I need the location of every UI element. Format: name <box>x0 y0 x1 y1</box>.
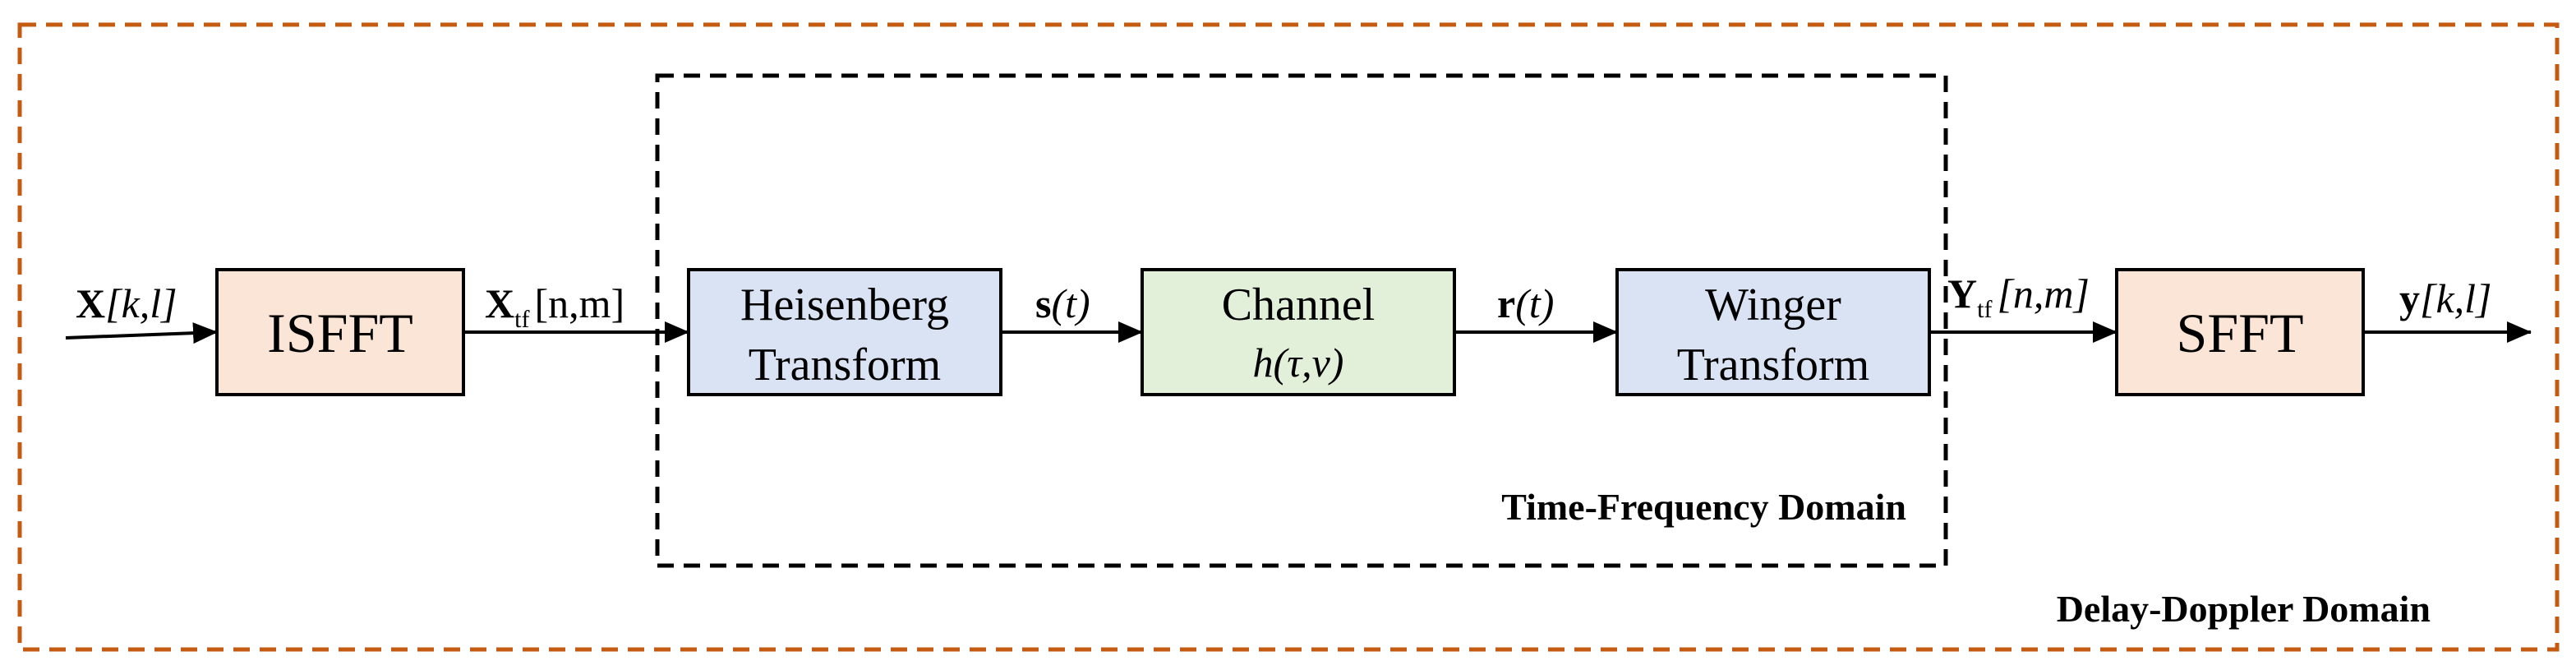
ytf-signal-label: Ytf[n,m] <box>1947 270 2090 323</box>
sfft-block: SFFT <box>2115 268 2365 396</box>
sfft-label: SFFT <box>2177 302 2304 364</box>
output-signal-label: y[k,l] <box>2399 275 2492 321</box>
channel-label-line2: h(τ,ν) <box>1253 340 1344 386</box>
isfft-block: ISFFT <box>215 268 465 396</box>
channel-block: Channel h(τ,ν) <box>1141 268 1456 396</box>
heisenberg-transform-block: Heisenberg Transform <box>687 268 1002 396</box>
input-signal-label: X[k,l] <box>76 280 177 326</box>
time-frequency-domain-frame <box>655 73 1948 568</box>
delay-doppler-domain-label: Delay-Doppler Domain <box>2057 588 2431 630</box>
s-t-signal-label: s(t) <box>1035 280 1090 326</box>
delay-doppler-domain-frame <box>17 22 2560 652</box>
xtf-signal-label: Xtf[n,m] <box>485 280 624 333</box>
winger-transform-block: Winger Transform <box>1615 268 1931 396</box>
r-t-signal-label: r(t) <box>1497 280 1554 326</box>
heisenberg-label-line1: Heisenberg <box>740 280 949 330</box>
channel-label-line1: Channel <box>1222 280 1376 330</box>
winger-label-line2: Transform <box>1677 340 1869 390</box>
time-frequency-domain-label: Time-Frequency Domain <box>1501 486 1906 528</box>
winger-label-line1: Winger <box>1705 280 1841 330</box>
isfft-label: ISFFT <box>267 302 413 364</box>
input-arrow <box>65 322 218 344</box>
heisenberg-label-line2: Transform <box>749 340 941 390</box>
